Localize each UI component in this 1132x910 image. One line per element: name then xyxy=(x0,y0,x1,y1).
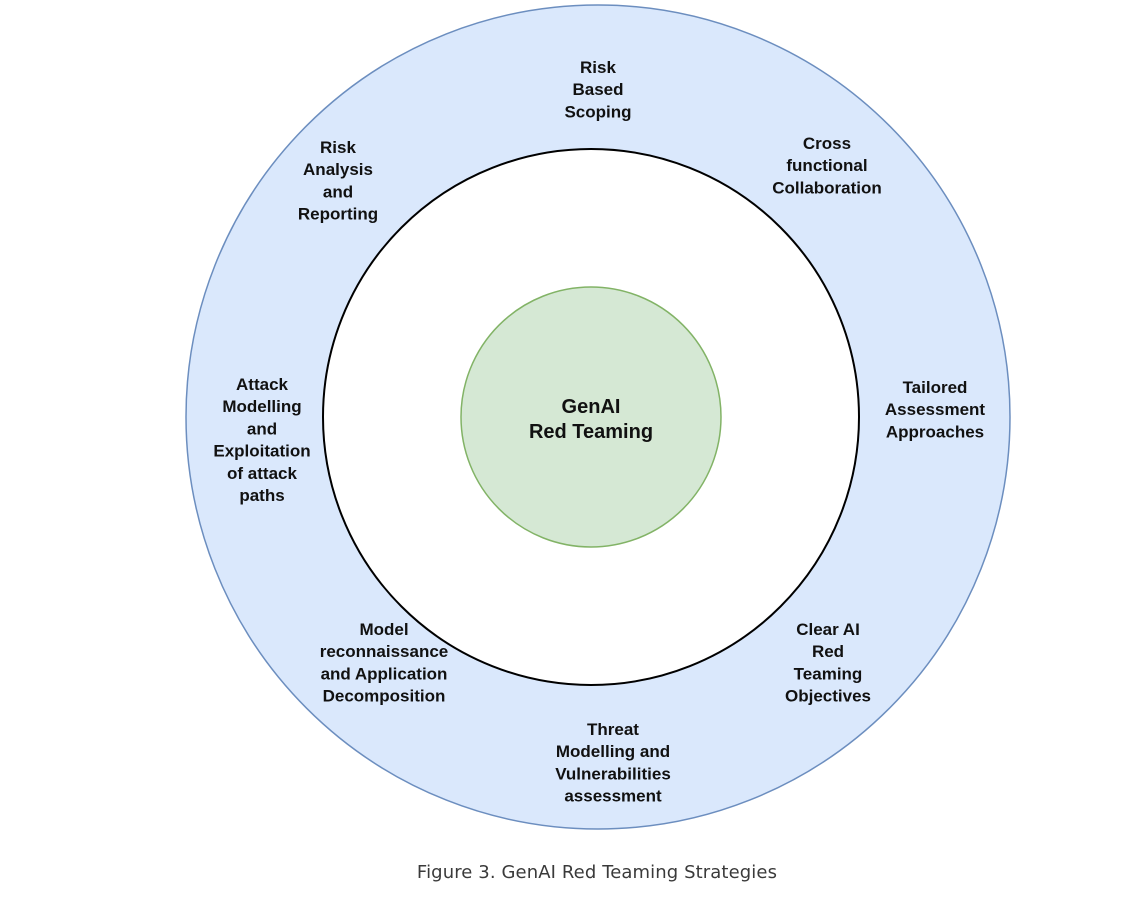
center-label-text-line: Red Teaming xyxy=(529,421,653,443)
strategy-label-attack-modelling-line: Exploitation xyxy=(213,442,310,461)
strategy-label-threat-modelling-vulnerabilities-line: Vulnerabilities xyxy=(555,764,671,783)
strategy-label-cross-functional-collaboration-line: Collaboration xyxy=(772,178,882,197)
strategy-label-tailored-assessment-approaches-line: Tailored xyxy=(903,378,968,397)
strategy-label-model-reconnaissance-line: and Application xyxy=(321,664,448,683)
strategy-label-attack-modelling-line: paths xyxy=(239,486,284,505)
strategy-label-risk-analysis-reporting-line: Analysis xyxy=(303,160,373,179)
center-label-text: GenAI Red Teaming xyxy=(529,396,653,443)
strategy-label-attack-modelling-line: Modelling xyxy=(222,397,301,416)
strategy-label-model-reconnaissance-line: Decomposition xyxy=(323,687,446,706)
strategy-label-risk-based-scoping-line: Risk xyxy=(580,58,616,77)
strategy-label-tailored-assessment-approaches-line: Assessment xyxy=(885,400,986,419)
strategy-label-clear-ai-red-teaming-objectives-line: Clear AI xyxy=(796,620,860,639)
strategy-label-risk-based-scoping-line: Scoping xyxy=(564,102,631,121)
strategy-label-risk-analysis-reporting-line: and xyxy=(323,182,353,201)
strategy-label-attack-modelling-line: of attack xyxy=(227,464,297,483)
strategy-label-cross-functional-collaboration-line: functional xyxy=(786,156,867,175)
strategy-label-risk-based-scoping-line: Based xyxy=(572,80,623,99)
strategy-label-tailored-assessment-approaches-line: Approaches xyxy=(886,422,984,441)
strategy-label-model-reconnaissance-line: reconnaissance xyxy=(320,642,449,661)
strategy-label-cross-functional-collaboration-line: Cross xyxy=(803,134,851,153)
strategy-label-clear-ai-red-teaming-objectives-line: Red xyxy=(812,642,844,661)
strategy-label-attack-modelling-line: and xyxy=(247,419,277,438)
strategy-label-threat-modelling-vulnerabilities-line: Threat xyxy=(587,720,639,739)
center-label: GenAI Red Teaming xyxy=(529,396,653,443)
strategy-label-threat-modelling-vulnerabilities-line: assessment xyxy=(564,787,662,806)
strategy-label-clear-ai-red-teaming-objectives-line: Teaming xyxy=(794,664,863,683)
center-circle xyxy=(460,286,722,548)
center-label-text-line: GenAI xyxy=(562,396,621,418)
strategy-label-clear-ai-red-teaming-objectives-line: Objectives xyxy=(785,687,871,706)
strategy-label-attack-modelling-line: Attack xyxy=(236,375,289,394)
strategy-label-threat-modelling-vulnerabilities-line: Modelling and xyxy=(556,742,670,761)
strategy-label-risk-analysis-reporting-line: Risk xyxy=(320,138,356,157)
strategy-label-risk-analysis-reporting-line: Reporting xyxy=(298,205,378,224)
figure-caption: Figure 3. GenAI Red Teaming Strategies xyxy=(416,862,778,883)
strategy-label-model-reconnaissance-line: Model xyxy=(359,620,408,639)
